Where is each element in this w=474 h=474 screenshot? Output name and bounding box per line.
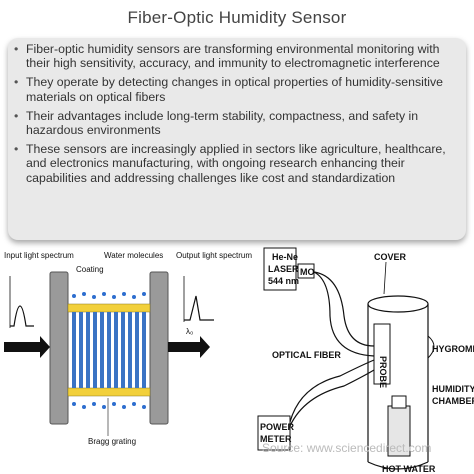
end-cap-right (149, 271, 169, 425)
power-meter-label: METER (260, 434, 292, 444)
output-spectrum-icon (184, 295, 214, 321)
chamber-label: HUMIDITY (432, 384, 474, 394)
input-spectrum-icon (10, 305, 34, 327)
chamber-diagram: He-Ne LASER 544 nm MO COVER PROBE HYGROM… (257, 247, 474, 474)
coating-top (67, 303, 151, 313)
bullet-item: Their advantages include long-term stabi… (12, 109, 464, 137)
fiber-icon (313, 271, 375, 347)
bullet-item: Fiber-optic humidity sensors are transfo… (12, 42, 464, 70)
hygrometer-label: HYGROMETER (432, 344, 474, 354)
coating-bottom (67, 387, 151, 397)
sensor-figure: Input light spectrum Coating Water molec… (4, 247, 474, 474)
output-arrow-icon (168, 336, 210, 358)
probe-icon (373, 323, 391, 385)
cover-label: COVER (374, 252, 407, 262)
water-molecules (72, 292, 146, 409)
power-meter-label: POWER (260, 422, 295, 432)
probe-label: PROBE (378, 356, 388, 388)
summary-card (8, 38, 466, 240)
water-molecules-label: Water molecules (104, 251, 163, 260)
laser-label: He-Ne (272, 252, 298, 262)
laser-label: 544 nm (268, 276, 299, 286)
coating-label: Coating (76, 265, 104, 274)
mo-box (297, 263, 315, 279)
laser-label: LASER (268, 264, 299, 274)
wavelength-label: λ₀ (186, 327, 193, 336)
bragg-grating (72, 312, 146, 388)
bullet-item: These sensors are increasingly applied i… (12, 142, 464, 185)
bullet-list: Fiber-optic humidity sensors are transfo… (12, 42, 464, 190)
input-arrow-icon (4, 336, 50, 358)
laser-box (263, 247, 297, 291)
bragg-grating-label: Bragg grating (88, 437, 136, 446)
input-spectrum-label: Input light spectrum (4, 251, 74, 260)
mo-label: MO (300, 267, 315, 277)
page-title: Fiber-Optic Humidity Sensor (127, 8, 347, 27)
chamber-label: CHAMBER (432, 396, 474, 406)
hot-water-label: HOT WATER (382, 464, 436, 474)
end-cap-left (49, 271, 69, 425)
fbg-diagram: Input light spectrum Coating Water molec… (4, 251, 252, 446)
source-watermark: Source: www.sciencedirect.com (262, 441, 431, 455)
power-meter-box (257, 415, 291, 451)
output-spectrum-label: Output light spectrum (176, 251, 252, 260)
chamber-top (367, 295, 429, 313)
bullet-item: They operate by detecting changes in opt… (12, 75, 464, 103)
optical-fiber-label: OPTICAL FIBER (272, 350, 341, 360)
